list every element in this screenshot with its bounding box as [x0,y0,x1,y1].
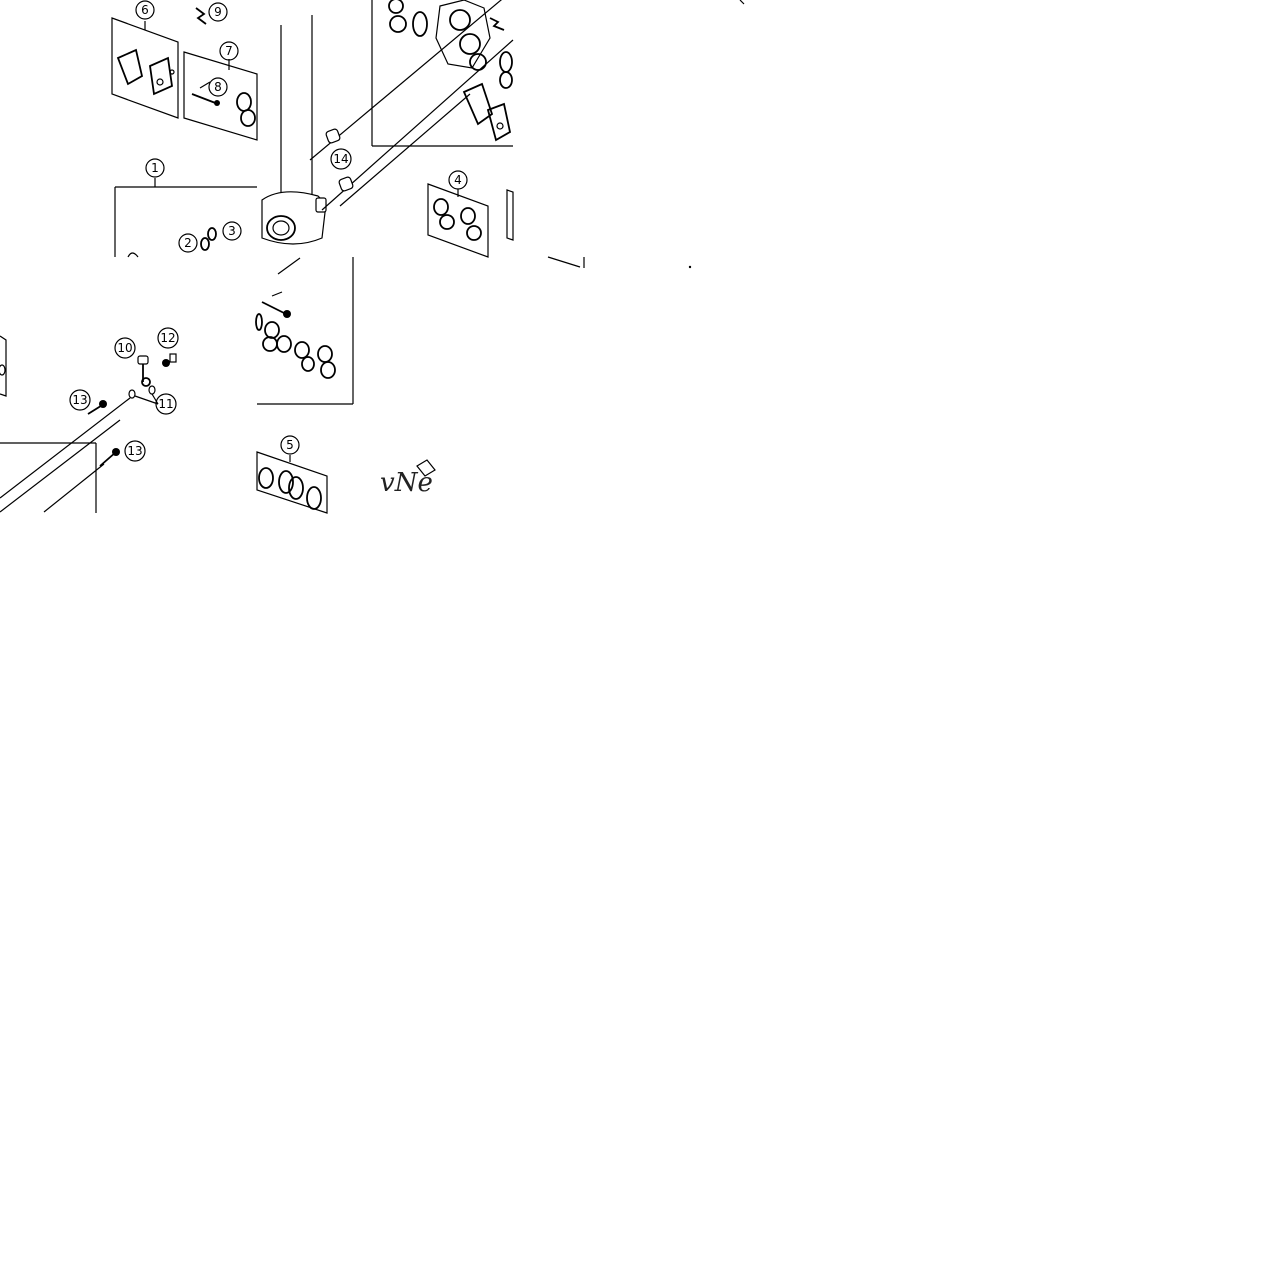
svg-text:13: 13 [127,444,142,458]
svg-text:1: 1 [151,161,159,175]
top-left-tile: 6 9 7 8 1 2 3 14 [111,0,514,258]
piston-seal-panel [427,183,514,258]
svg-text:3: 3 [228,224,236,238]
pin-kit-panel [183,51,258,141]
callout-7: 7 [219,41,239,61]
svg-text:10: 10 [117,341,132,355]
callout-11: 11 [155,393,177,415]
caliper-body-top [371,0,513,147]
callout-8: 8 [208,77,228,97]
svg-text:8: 8 [214,80,222,94]
bottom-left-tile: 10 12 11 13 13 [0,327,179,513]
o-ring-kit-panel [256,451,328,514]
svg-text:vNe: vNe [380,468,433,498]
callout-5: 5 [280,435,300,455]
tile-fragment-right [547,0,745,269]
callout-12: 12 [157,327,179,349]
callout-4: 4 [448,170,468,190]
callout-1: 1 [145,158,165,178]
fork-leg-tube [261,15,327,245]
callout-13-lower: 13 [124,440,146,462]
svg-text:4: 4 [454,173,462,187]
svg-text:12: 12 [160,331,175,345]
svg-text:14: 14 [333,152,348,166]
assembly-axis-lines [309,0,514,211]
bleed-valve [200,227,217,251]
callout-3: 3 [222,221,242,241]
svg-text:2: 2 [184,236,192,250]
guide-pin [261,291,291,318]
svg-text:9: 9 [214,5,222,19]
bottom-middle-tile: 5 vNe [255,257,436,514]
svg-text:13: 13 [72,393,87,407]
callout-14: 14 [330,148,352,170]
spacer-bushings [325,128,354,192]
watermark: vNe [380,459,436,498]
banjo-bolt [137,355,151,387]
o-rings [128,385,159,405]
callout-10: 10 [114,337,136,359]
mounting-bolts [87,400,120,467]
callout-13-upper: 13 [69,389,91,411]
callout-9: 9 [208,2,228,22]
svg-text:6: 6 [141,3,149,17]
svg-text:5: 5 [286,438,294,452]
svg-text:7: 7 [225,44,233,58]
caliper-kit-frame [114,178,257,258]
piston-seals-row [255,313,336,379]
callout-6: 6 [135,0,155,20]
bleed-screw [162,353,177,367]
callout-2: 2 [178,233,198,253]
pad-spring-clip [195,7,207,25]
svg-text:11: 11 [158,397,173,411]
brake-pad-set-panel [111,17,179,119]
